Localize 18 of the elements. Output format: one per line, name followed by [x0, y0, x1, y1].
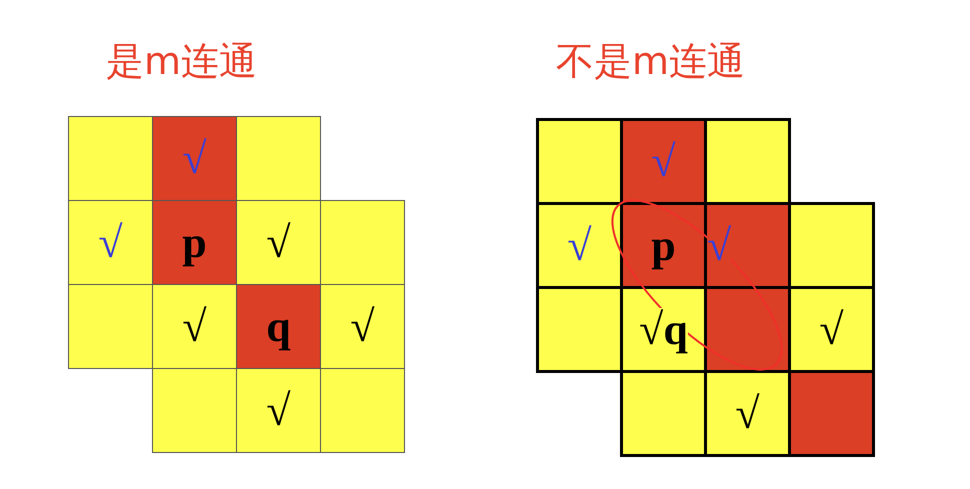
- grid-cell: [236, 200, 321, 285]
- grid-cell: [236, 368, 321, 453]
- grid-cell: [620, 286, 707, 373]
- highlighted-cell: [152, 200, 237, 285]
- grid-cell: [152, 284, 237, 369]
- highlighted-cell: [236, 284, 321, 369]
- grid-cell: [320, 284, 405, 369]
- grid-cell: [788, 286, 875, 373]
- grid-cell: [68, 200, 153, 285]
- highlighted-cell: [620, 118, 707, 205]
- grid-cell: [536, 202, 623, 289]
- panel-title: 是m连通: [106, 38, 258, 85]
- panel-title: 不是m连通: [556, 38, 746, 85]
- grid-cell: [704, 370, 791, 457]
- highlighted-cell: [152, 116, 237, 201]
- highlighted-cell: [704, 202, 791, 289]
- cell-text: q: [663, 308, 688, 352]
- highlighted-cell: [620, 202, 707, 289]
